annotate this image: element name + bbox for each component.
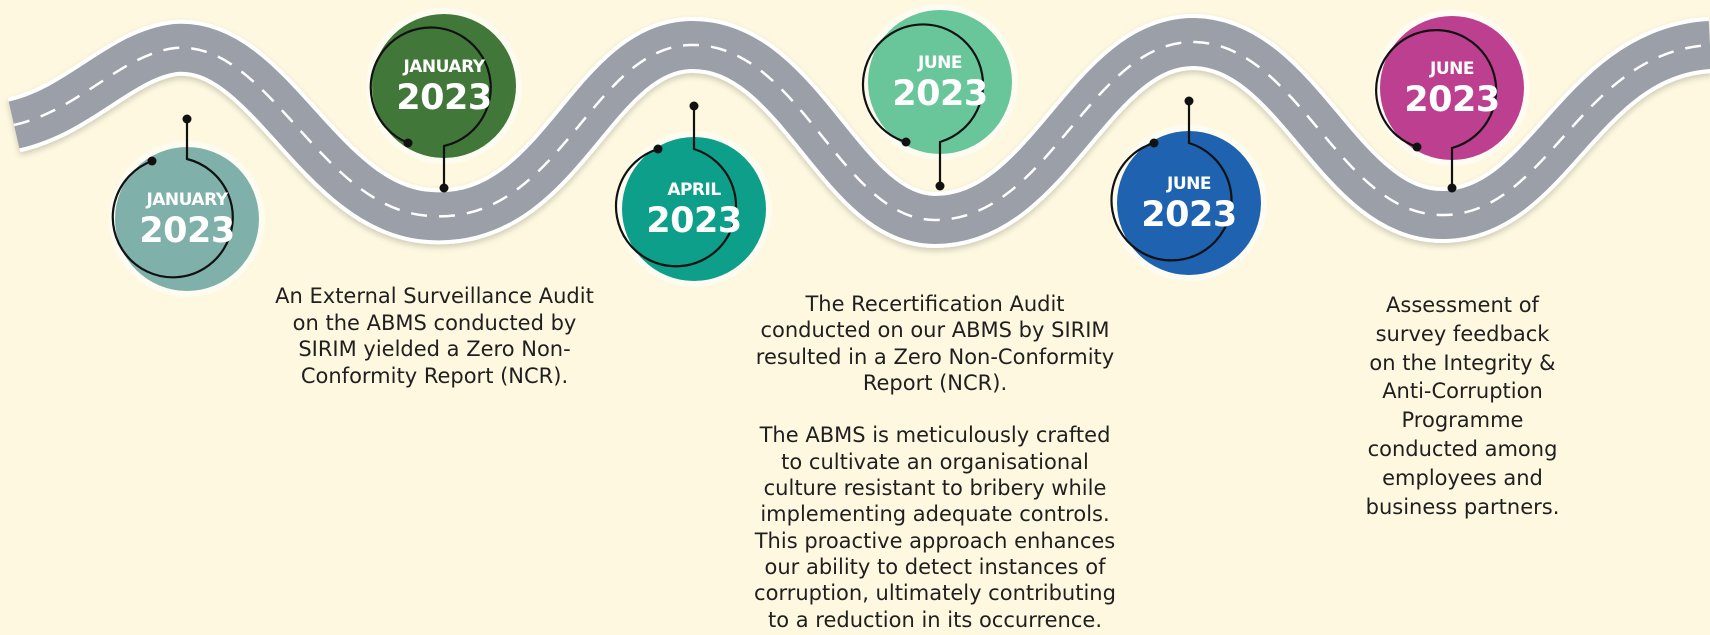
connector-dot — [653, 144, 663, 154]
connector-dot — [1412, 142, 1422, 152]
badge-month-label: JANUARY — [145, 190, 228, 210]
badge-month-label: JUNE — [917, 53, 962, 73]
badge-month-label: JANUARY — [402, 57, 485, 77]
badge-year-label: 2023 — [1141, 195, 1236, 235]
connector-pin — [1447, 183, 1457, 193]
badge-year-label: 2023 — [139, 211, 234, 251]
connector-dot — [1149, 138, 1159, 148]
connector-dot — [147, 156, 157, 166]
milestone-markers: JANUARY2023JANUARY2023APRIL2023JUNE2023J… — [109, 4, 1530, 297]
badge-month-label: JUNE — [1166, 174, 1211, 194]
connector-dot — [901, 137, 911, 147]
connector-pin — [439, 183, 449, 193]
external-audit-description: An External Surveillance Audit on the AB… — [275, 284, 594, 388]
connector-dot — [403, 138, 413, 148]
survey-assessment-description: Assessment of survey feedback on the Int… — [1365, 293, 1560, 519]
badge-connector-line — [614, 106, 738, 268]
badge-connector-line — [1110, 101, 1233, 262]
badge-year-label: 2023 — [892, 74, 987, 114]
badge-circle — [1117, 131, 1261, 275]
badge-year-label: 2023 — [396, 78, 491, 118]
connector-pin — [689, 101, 699, 111]
badge-connector-line — [1375, 29, 1498, 188]
badge-connector-line — [369, 26, 492, 188]
badge-year-label: 2023 — [646, 201, 741, 241]
lane-marking — [13, 40, 1710, 222]
connector-pin — [1184, 96, 1194, 106]
badge-circle — [1380, 16, 1524, 160]
badge-connector-line — [111, 119, 234, 279]
winding-road — [6, 13, 1710, 248]
badge-connector-line — [861, 23, 985, 186]
connector-pin — [182, 114, 192, 124]
connector-pin — [935, 181, 945, 191]
badge-circle — [868, 10, 1012, 154]
badge-month-label: APRIL — [667, 180, 721, 200]
badge-month-label: JUNE — [1429, 59, 1474, 79]
recertification-description: The Recertification Audit conducted on o… — [754, 292, 1116, 632]
badge-year-label: 2023 — [1404, 80, 1499, 120]
badge-circle — [622, 137, 766, 281]
